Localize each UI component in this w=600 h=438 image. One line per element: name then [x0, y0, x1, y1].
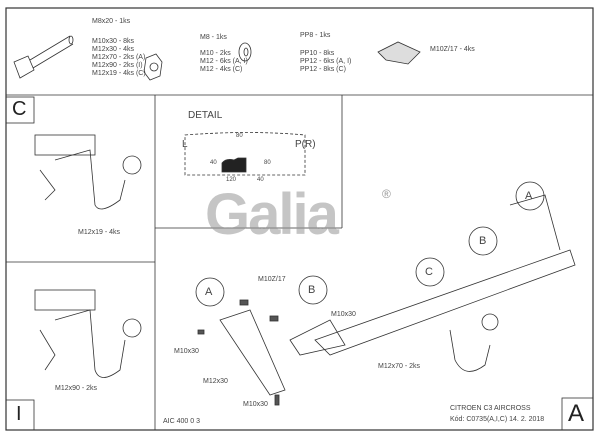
callout-a: A	[205, 286, 213, 298]
detail-right-label: P(R)	[295, 139, 316, 150]
part-label: PP8 - 1ks	[300, 32, 331, 39]
part-label: M12x90 - 2ks (I)	[92, 62, 143, 69]
bolt-icon	[13, 35, 74, 79]
dimension: 40	[210, 160, 217, 166]
detail-title: DETAIL	[188, 110, 223, 121]
part-label: M8 - 1ks	[200, 34, 227, 41]
hitch-i	[34, 289, 142, 378]
washer-icon	[238, 42, 252, 62]
callout-c: C	[425, 266, 433, 278]
part-callout: M10x30	[243, 401, 268, 408]
part-label: M10Z/17 - 4ks	[430, 46, 475, 53]
callout-b: B	[308, 284, 316, 296]
dimension: 80	[236, 133, 243, 139]
part-label: M12x19 - 4ks (C)	[92, 70, 146, 77]
logo-registered-mark: ®	[382, 187, 391, 201]
part-label: PP12 - 8ks (C)	[300, 66, 346, 73]
part-label: M8x20 - 1ks	[92, 18, 131, 25]
dimension: 120	[226, 177, 237, 183]
part-label: M10 - 2ks	[200, 50, 231, 57]
product-code-date: Kód: C0735(A,I,C) 14. 2. 2018	[450, 416, 545, 423]
part-label: PP10 - 8ks	[300, 50, 335, 57]
nut-icon	[143, 53, 163, 81]
vehicle-name: CITROEN C3 AIRCROSS	[450, 405, 531, 412]
panel-label-c: C	[12, 98, 27, 120]
part-label: M12x70 - 2ks (A)	[92, 54, 146, 61]
part-callout: M10Z/17	[258, 276, 286, 283]
part-callout: M12x70 - 2ks	[378, 363, 421, 370]
dimension: 40	[257, 177, 264, 183]
panel-label-i: I	[16, 403, 22, 425]
bolt-callout: M12x90 - 2ks	[55, 385, 98, 392]
bolt-callout: M12x19 - 4ks	[78, 229, 121, 236]
part-label: M10x30 - 8ks	[92, 38, 135, 45]
dimension: 80	[264, 160, 271, 166]
part-callout: M10x30	[174, 348, 199, 355]
logo: Galia	[205, 182, 339, 247]
part-label: M12 - 6ks (A, I)	[200, 58, 248, 65]
part-label: M12x30 - 4ks	[92, 46, 135, 53]
sheet-label: A	[568, 400, 585, 427]
part-label: M12 - 4ks (C)	[200, 66, 243, 73]
hitch-c	[34, 134, 142, 210]
part-callout: M10x30	[331, 311, 356, 318]
drawing-code: AIC 400 0 3	[163, 418, 200, 425]
part-callout: M12x30	[203, 378, 228, 385]
detail-left-label: L	[182, 139, 188, 150]
part-label: PP12 - 6ks (A, I)	[300, 58, 352, 65]
callout-b: B	[479, 235, 487, 247]
callout-a: A	[525, 190, 533, 202]
clip-icon	[377, 41, 421, 65]
